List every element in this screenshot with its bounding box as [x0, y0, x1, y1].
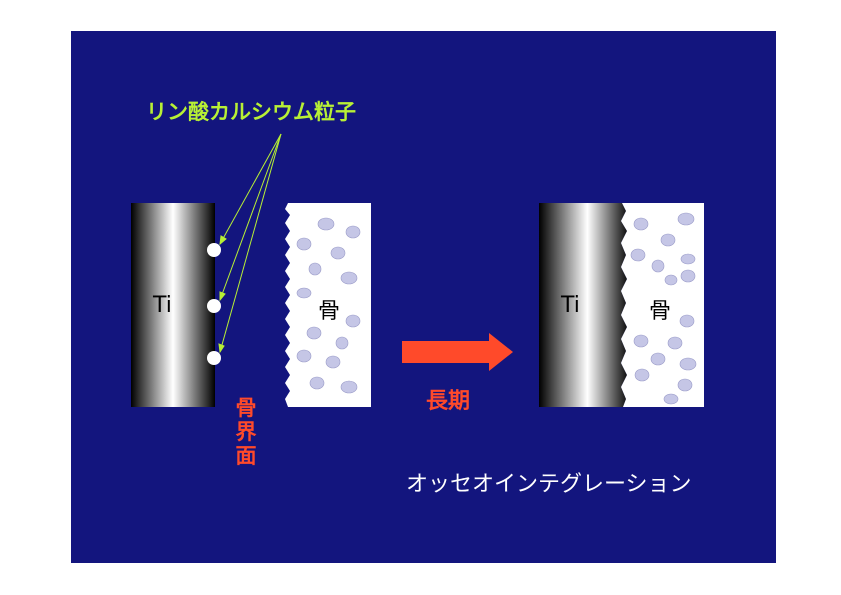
titanium-implant-left: [131, 203, 215, 407]
calcium-phosphate-particles-label: リン酸カルシウム粒子: [146, 100, 356, 124]
diagram-graphics: [131, 133, 704, 407]
bone-interface-label: 骨界面: [235, 396, 257, 468]
bone-spots-left: [296, 217, 361, 394]
bone-spots-right: [630, 212, 697, 405]
long-term-label: 長期: [426, 389, 471, 414]
particle-3: [207, 351, 221, 365]
particle-2: [207, 299, 221, 313]
long-term-arrow: [402, 333, 513, 371]
particle-1: [207, 243, 221, 257]
bone-left-label: 骨: [318, 299, 341, 324]
slide-background: リン酸カルシウム粒子 Ti 骨 骨界面 長期 Ti 骨 オッセオインテグレーショ…: [71, 31, 776, 563]
titanium-implant-right: [539, 203, 627, 407]
ti-right-label: Ti: [561, 293, 580, 318]
osseointegration-label: オッセオインテグレーション: [406, 472, 692, 497]
particle-pointers: [218, 133, 282, 354]
bone-right-label: 骨: [649, 299, 672, 324]
ti-left-label: Ti: [153, 293, 172, 318]
